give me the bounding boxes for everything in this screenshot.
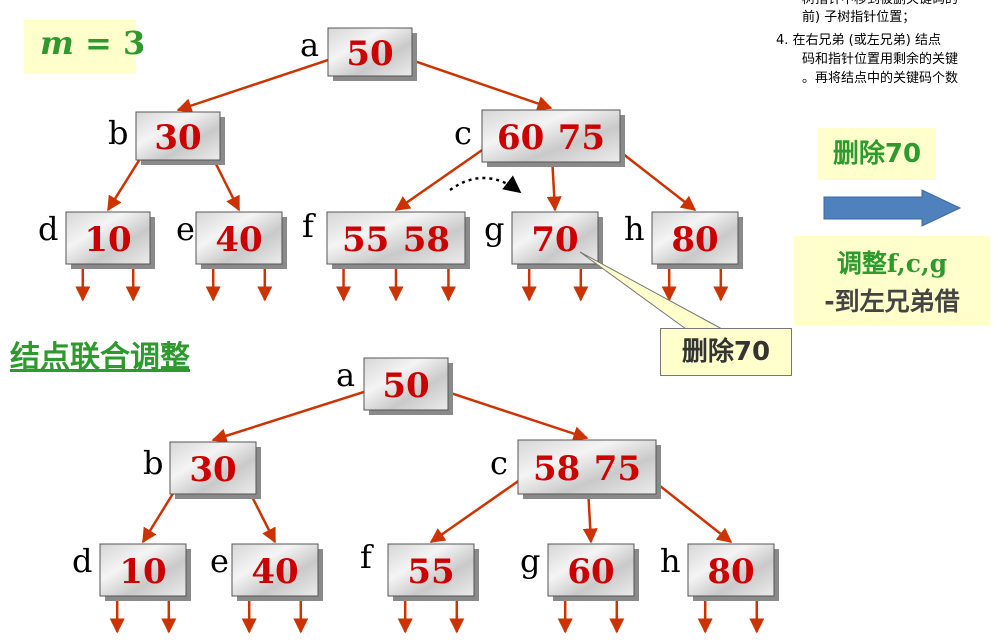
node-box bbox=[135, 111, 221, 161]
node-box bbox=[363, 357, 449, 411]
node-key: 10 bbox=[84, 220, 131, 260]
node-label: b bbox=[143, 444, 163, 482]
node-label: c bbox=[490, 444, 508, 482]
move-arrow bbox=[449, 175, 522, 194]
note-line: 前) 子树指针位置； bbox=[802, 10, 916, 25]
node-box bbox=[327, 27, 413, 77]
btree-node: 10 bbox=[65, 211, 155, 269]
btree-node: 40 bbox=[195, 211, 287, 269]
delete-op-label: 删除70 bbox=[818, 128, 936, 180]
node-key: 30 bbox=[189, 450, 236, 490]
notes-panel: 树指针中移到被删关键码的 前) 子树指针位置； 4. 在右兄弟 (或左兄弟) 结… bbox=[776, 0, 993, 96]
tree-nodes: 50 a 30 b 60 75 c 10 d 40 e 55 58 f 70 g 80 h 50 a 30 b 58 75 c 1… bbox=[38, 26, 779, 601]
node-key: 58 bbox=[403, 220, 450, 260]
node-label: f bbox=[360, 538, 374, 576]
node-box bbox=[326, 211, 466, 265]
node-label: d bbox=[38, 210, 58, 248]
btree-node: 60 75 bbox=[481, 109, 625, 167]
tree-edge bbox=[394, 53, 553, 111]
node-key: 80 bbox=[671, 220, 718, 260]
node-key: 60 bbox=[497, 118, 544, 158]
note-line: 4. 在右兄弟 (或左兄弟) 结点 bbox=[776, 33, 941, 48]
btree-node: 30 bbox=[135, 111, 225, 165]
node-key: 50 bbox=[346, 34, 393, 74]
node-box bbox=[651, 211, 739, 265]
node-box bbox=[387, 543, 475, 597]
node-box bbox=[169, 441, 257, 495]
tree-edge bbox=[176, 53, 346, 113]
tree-edge bbox=[429, 468, 536, 544]
delete-callout: 删除70 bbox=[660, 328, 792, 376]
node-key: 80 bbox=[707, 552, 754, 592]
node-label: h bbox=[624, 210, 645, 248]
node-label: e bbox=[210, 542, 229, 580]
btree-node: 50 bbox=[327, 27, 417, 81]
node-box bbox=[65, 211, 151, 265]
node-label: a bbox=[336, 356, 355, 394]
node-box bbox=[231, 543, 319, 597]
note-line: 。再将结点中的关键码个数 bbox=[802, 71, 959, 86]
node-label: d bbox=[72, 542, 92, 580]
node-label: a bbox=[300, 26, 319, 64]
node-label: e bbox=[176, 210, 195, 248]
note-line: 树指针中移到被删关键码的 bbox=[802, 0, 958, 9]
node-key: 40 bbox=[251, 552, 298, 592]
tree-edge bbox=[394, 137, 500, 212]
node-box bbox=[195, 211, 283, 265]
btree-node: 80 bbox=[651, 211, 743, 269]
btree-node: 30 bbox=[169, 441, 261, 499]
node-key: 70 bbox=[531, 220, 578, 260]
node-box bbox=[511, 211, 599, 265]
btree-node: 55 bbox=[387, 543, 479, 601]
node-key: 55 bbox=[407, 552, 454, 592]
m-value: = 3 bbox=[73, 24, 146, 62]
btree-node: 55 58 bbox=[326, 211, 470, 269]
node-key: 30 bbox=[154, 118, 201, 158]
tree-edge bbox=[430, 385, 589, 441]
node-box bbox=[99, 543, 187, 597]
adjust-op-box: 调整f,c,g -到左兄弟借 bbox=[794, 236, 990, 326]
right-arrow-icon bbox=[823, 189, 962, 227]
section-title: 结点联合调整 bbox=[10, 340, 190, 375]
node-label: g bbox=[484, 210, 504, 248]
node-label: h bbox=[660, 542, 681, 580]
node-key: 75 bbox=[594, 449, 641, 489]
btree-node: 80 bbox=[687, 543, 779, 601]
node-label: g bbox=[520, 542, 540, 580]
btree-node: 58 75 bbox=[517, 439, 661, 499]
m-variable: m bbox=[40, 24, 74, 62]
node-key: 75 bbox=[558, 118, 605, 158]
m-order-badge bbox=[24, 20, 136, 74]
adjust-op-line-2: -到左兄弟借 bbox=[824, 287, 960, 316]
node-key: 10 bbox=[119, 552, 166, 592]
node-label: f bbox=[302, 207, 316, 245]
node-label: c bbox=[454, 114, 472, 152]
btree-node: 40 bbox=[231, 543, 323, 601]
node-box bbox=[481, 109, 621, 163]
btree-node: 60 bbox=[547, 543, 639, 601]
node-key: 40 bbox=[215, 220, 262, 260]
adjust-op-line-1: 调整f,c,g bbox=[836, 249, 948, 278]
node-box bbox=[547, 543, 635, 597]
node-key: 60 bbox=[567, 552, 614, 592]
btree-node: 10 bbox=[99, 543, 191, 601]
diagram-annotations bbox=[449, 175, 962, 330]
node-key: 55 bbox=[342, 220, 389, 260]
m-order-label: m = 3 bbox=[40, 24, 145, 62]
node-key: 58 bbox=[533, 449, 580, 489]
tree-edge bbox=[211, 385, 382, 444]
btree-node: 70 bbox=[511, 211, 603, 269]
node-box bbox=[517, 439, 657, 495]
btree-node: 50 bbox=[363, 357, 453, 415]
node-key: 50 bbox=[382, 366, 429, 406]
node-box bbox=[687, 543, 775, 597]
note-line: 码和指针位置用剩余的关键 bbox=[802, 52, 959, 67]
node-label: b bbox=[108, 114, 128, 152]
